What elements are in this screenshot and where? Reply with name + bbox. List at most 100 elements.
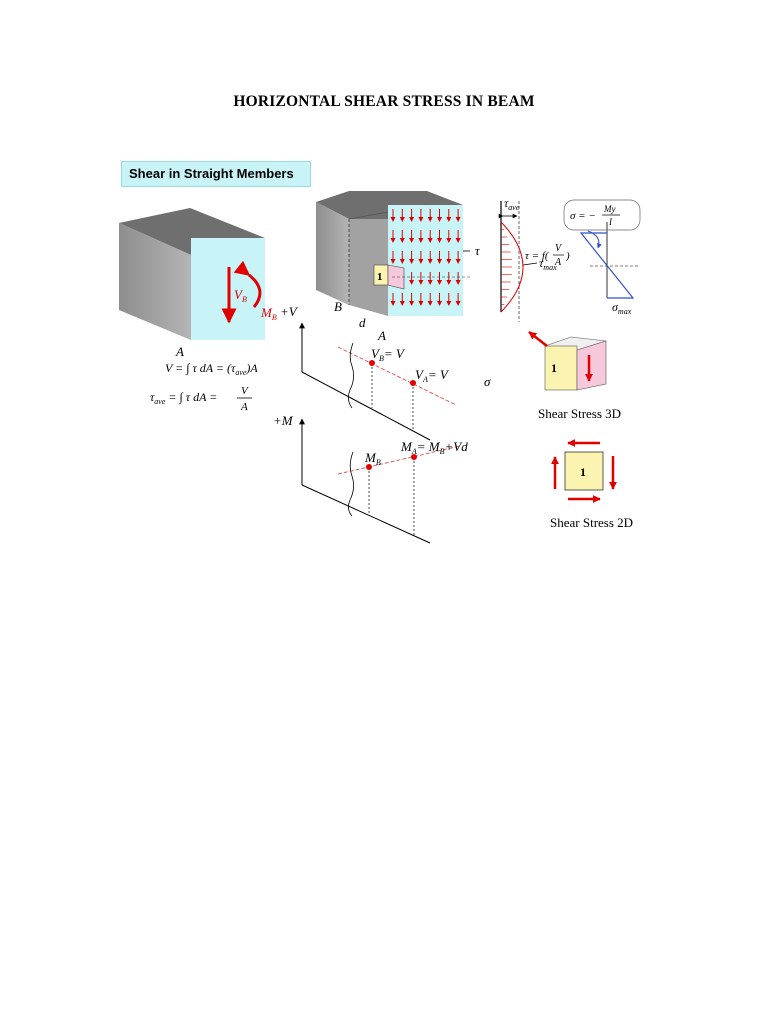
shear-arrow-head [409,301,415,306]
shear-arrow-head [446,259,452,264]
shear-arrow-head [446,238,452,243]
m-axis-label: +M [273,413,294,428]
beam-block-right: 1 τ B d A [316,191,481,343]
shear-arrow-head [437,259,442,264]
segment-cut-face [388,205,463,316]
vb-eq-label: VB= V [371,346,406,363]
shear-arrow-head [418,280,424,285]
shear-formulas: V = ∫ τ dA = (τave)A τave = ∫ τ dA = V A [150,361,258,413]
formula-fraction-num: V [241,385,249,397]
tau-parabola [500,221,524,313]
shear-2d-caption: Shear Stress 2D [550,515,633,530]
shear-arrow-head [409,280,415,285]
sigma-profile [579,232,635,299]
sigma-num: My [603,204,616,214]
tau-hatch [501,229,512,305]
shear-arrow-head [399,301,405,306]
segment-side-face-mid [349,219,388,316]
shear-arrow-head [455,280,461,285]
shear-arrow-head [455,259,461,264]
shear-arrow-head [409,259,415,264]
shear-force-diagram: +V VB= V VA= V σ [280,304,491,441]
element-side [387,264,405,290]
shear-arrow-head [446,301,452,306]
m-base-axis [301,484,431,544]
shear-arrow-head [390,238,396,243]
va-eq-label: VA= V [415,367,450,384]
square2d [564,451,604,491]
tau-label: τ [475,243,481,258]
v-base-axis [301,371,431,441]
beam-block-left: VB MB A [119,208,277,359]
tau-f-close: ) [565,250,570,262]
section-b-label: B [334,299,342,314]
shear-arrow-head [399,217,405,222]
shear-arrow-head [427,301,433,306]
tau-ave-label: τave [504,196,520,212]
shear-arrow-head [446,280,452,285]
tau-distribution: τave τ = f( V A ) τmax [498,196,570,322]
v-diagram-line [337,346,457,406]
shear-arrow-head [409,217,415,222]
formula-v: V = ∫ τ dA = (τave)A [165,361,258,377]
sigma-distribution: σ = − My I σmax [563,199,641,316]
formula-tau-ave: τave = ∫ τ dA = [150,390,217,406]
v-axis-label: +V [280,304,299,319]
shear-3d-caption: Shear Stress 3D [538,406,621,421]
shear-arrow-head [427,217,433,222]
sigma-eq-label: σ = − [570,210,596,222]
shear-arrow-head [418,301,424,306]
shear-arrow-head [437,238,442,243]
shear-arrow-head [455,238,461,243]
cube3d-up-arrow [528,331,548,347]
page-title: HORIZONTAL SHEAR STRESS IN BEAM [233,93,535,110]
section-banner: Shear in Straight Members [121,161,311,187]
shear-stress-3d: 1 Shear Stress 3D [528,331,621,421]
shear-arrow-head [418,259,424,264]
tau-f-label: τ = f( [525,250,550,262]
element-number: 1 [377,271,383,283]
mb-diagram-label: MB [364,450,381,467]
shear-arrow-head [446,217,452,222]
m-point-a [411,454,417,460]
length-d-label: d [359,315,366,330]
section-a-label: A [175,344,184,359]
shear-arrow-head [418,217,424,222]
vb-label: VB [234,287,247,304]
shear-arrow-head [427,280,433,285]
shear-arrow-head [390,217,396,222]
shear-arrow-head [437,280,442,285]
shear-arrow-head [427,259,433,264]
sigma-max-label: σmax [612,300,632,316]
shear-arrow-head [418,238,424,243]
tau-f-den: A [554,257,562,268]
segment-side-face-left [316,202,349,305]
sigma-label: σ [484,374,491,389]
cube3d-side [576,340,607,391]
section-a-label-right: A [377,328,386,343]
shear-arrow-head [455,301,461,306]
sigma-den: I [608,217,613,227]
shear-arrow-head [455,217,461,222]
bending-moment-diagram: +M MB MA= MB+Vd [273,413,468,544]
square2d-number: 1 [580,465,586,479]
v-point-a [410,380,416,386]
v-break-symbol [348,342,354,409]
m-diagram-line [337,445,461,475]
shear-arrow-head [409,238,415,243]
shear-arrow-head [437,217,442,222]
shear-arrow-head [437,301,442,306]
shear-arrow-field [390,209,461,306]
tau-max-pointer [522,262,538,266]
m-break-symbol [348,451,354,517]
moment-arrow [233,260,262,308]
shear-arrow-head [399,238,405,243]
cube3d-front [544,345,578,391]
sigma-pointer [587,230,602,249]
shear-arrow-head [390,259,396,264]
formula-fraction-den: A [240,401,248,413]
tau-max-label: τmax [539,256,557,272]
cube3d-number: 1 [551,361,557,375]
m-point-b [366,464,372,470]
